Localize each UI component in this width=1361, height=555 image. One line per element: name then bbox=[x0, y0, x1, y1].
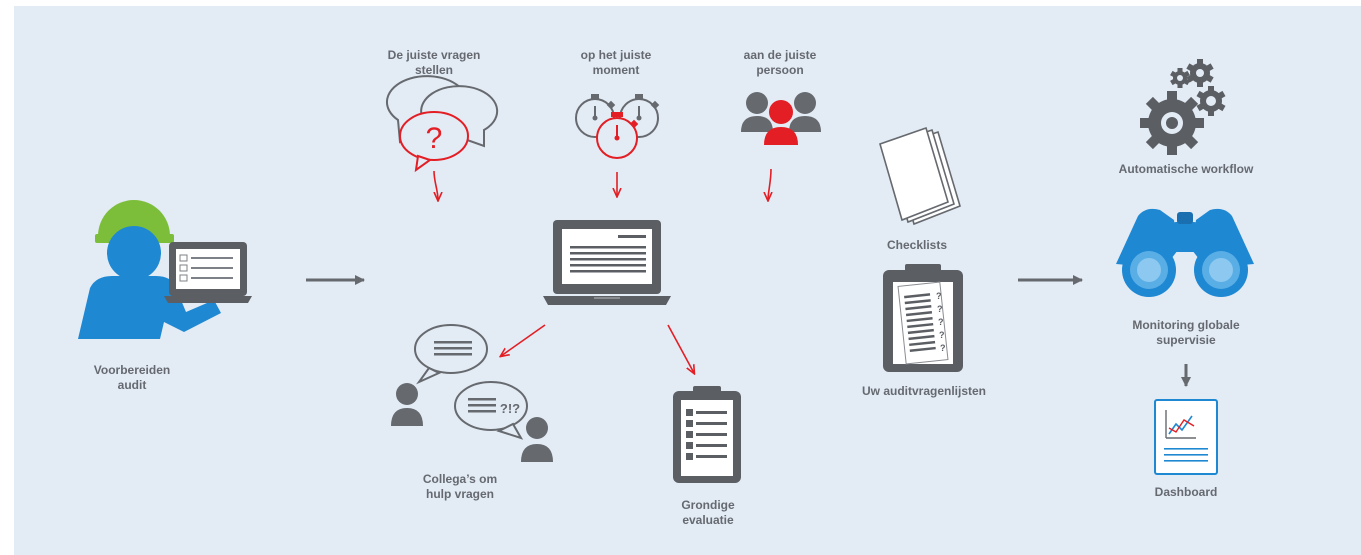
speech-bubbles-question-icon: ? bbox=[385, 75, 499, 173]
svg-text:?: ? bbox=[937, 304, 943, 314]
label-colleagues-line2: hulp vragen bbox=[425, 487, 494, 501]
label-prepare-audit: Voorbereiden audit bbox=[94, 363, 170, 393]
label-prepare-line2: audit bbox=[117, 378, 147, 392]
paper-stack-icon bbox=[879, 126, 961, 226]
people-group-icon bbox=[741, 92, 821, 145]
label-right-moment-line1: op het juiste bbox=[580, 48, 652, 62]
label-workflow: Automatische workflow bbox=[1118, 162, 1254, 176]
clipboard-checklist-icon bbox=[673, 386, 741, 483]
svg-text:?: ? bbox=[426, 122, 443, 155]
label-evaluation-line1: Grondige bbox=[681, 498, 735, 512]
svg-text:?: ? bbox=[939, 330, 945, 340]
label-colleagues-line1: Collega’s om bbox=[422, 472, 498, 486]
label-right-moment: op het juiste moment bbox=[581, 48, 652, 78]
label-right-questions: De juiste vragen stellen bbox=[388, 48, 481, 78]
label-dashboard: Dashboard bbox=[1154, 485, 1218, 499]
label-evaluation-line2: evaluatie bbox=[682, 513, 734, 527]
stopwatches-icon bbox=[575, 94, 660, 159]
label-monitoring-line2: supervisie bbox=[1156, 333, 1216, 347]
diagram-canvas: ? bbox=[14, 6, 1361, 555]
auditor-with-laptop-icon bbox=[78, 200, 252, 339]
label-colleagues: Collega’s om hulp vragen bbox=[423, 472, 497, 502]
label-evaluation: Grondige evaluatie bbox=[681, 498, 734, 528]
label-right-person-line2: persoon bbox=[756, 63, 804, 77]
label-questionnaires: Uw auditvragenlijsten bbox=[861, 384, 987, 398]
label-right-person: aan de juiste persoon bbox=[744, 48, 817, 78]
svg-text:?: ? bbox=[938, 317, 944, 327]
label-prepare-line1: Voorbereiden bbox=[93, 363, 171, 377]
gears-icon bbox=[1140, 59, 1226, 155]
label-right-moment-line2: moment bbox=[592, 63, 640, 77]
label-right-questions-line2: stellen bbox=[414, 63, 454, 77]
clipboard-questions-icon: ? ? ? ? ? bbox=[883, 264, 963, 372]
svg-text:?: ? bbox=[940, 343, 946, 353]
label-right-questions-line1: De juiste vragen bbox=[387, 48, 481, 62]
laptop-icon bbox=[543, 220, 671, 305]
dashboard-report-icon bbox=[1154, 399, 1218, 475]
diagram-graphics: ? bbox=[78, 59, 1254, 483]
label-monitoring: Monitoring globale supervisie bbox=[1132, 318, 1239, 348]
colleagues-chat-icon: ?!? bbox=[391, 324, 553, 462]
label-checklists: Checklists bbox=[886, 238, 948, 252]
svg-text:?!?: ?!? bbox=[500, 401, 520, 416]
label-right-person-line1: aan de juiste bbox=[743, 48, 817, 62]
label-monitoring-line1: Monitoring globale bbox=[1132, 318, 1240, 332]
svg-text:?: ? bbox=[936, 291, 942, 301]
binoculars-icon bbox=[1116, 208, 1254, 297]
